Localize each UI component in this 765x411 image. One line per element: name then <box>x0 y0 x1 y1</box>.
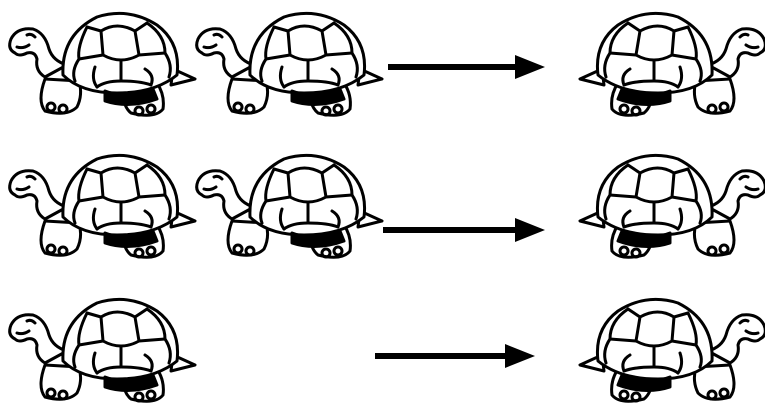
turtle-icon <box>580 155 765 257</box>
diagram-row-2 <box>8 153 765 259</box>
turtle-icon <box>8 11 197 117</box>
turtle-icon <box>8 153 197 259</box>
diagram-row-3 <box>8 297 765 403</box>
turtle-icon <box>195 153 384 259</box>
right-arrow-icon <box>383 218 545 242</box>
right-arrow-icon <box>388 55 545 79</box>
right-arrow-icon <box>375 344 535 368</box>
turtle-icon <box>195 11 384 117</box>
diagram-row-1 <box>8 11 765 117</box>
turtle-icon <box>580 299 765 401</box>
diagram-rows <box>8 11 765 403</box>
turtle-icon <box>580 13 765 115</box>
turtle-icon <box>8 297 197 403</box>
